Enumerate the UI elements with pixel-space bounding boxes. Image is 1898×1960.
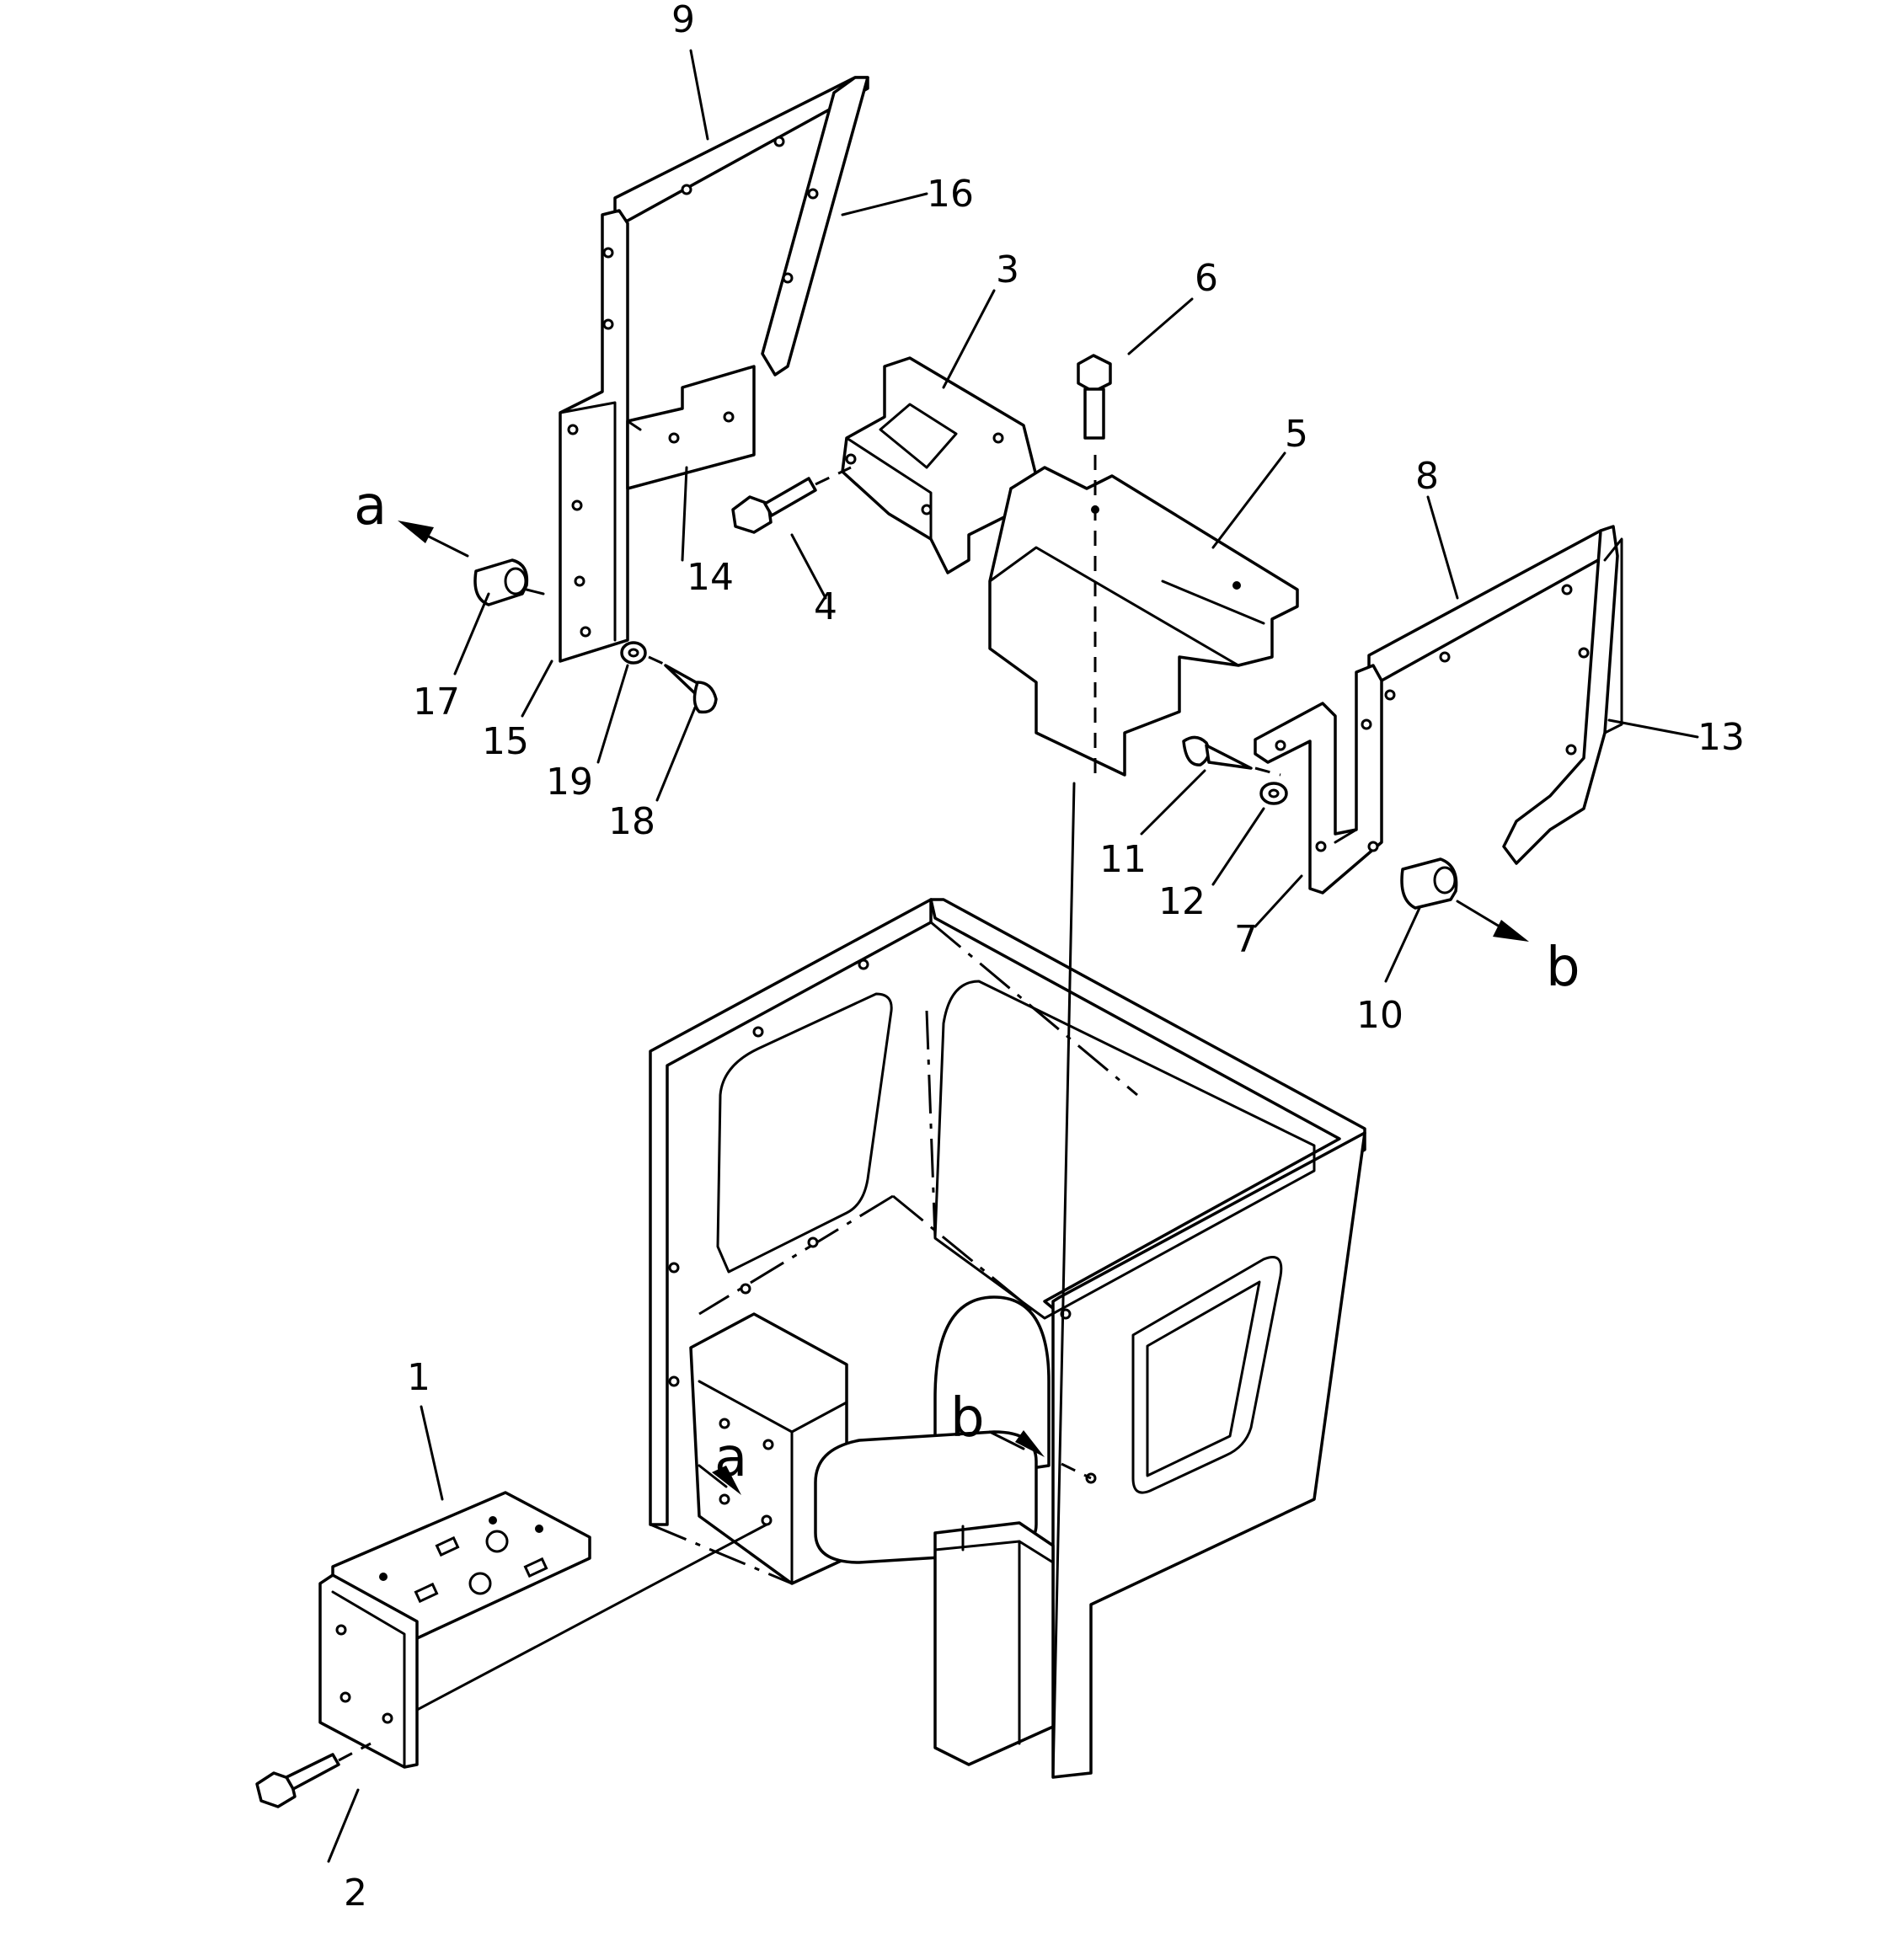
callout-labels: 9 16 3 6 5 8 13 14 4 17 15 19 18 11 12 7… [344, 0, 1745, 1915]
direction-arrows [398, 521, 1529, 1495]
callout-6: 6 [1195, 257, 1218, 300]
part-17-spacer [473, 558, 545, 606]
callout-15: 15 [482, 720, 529, 763]
part-4-bolt [731, 466, 852, 534]
part-1-bracket [318, 1491, 768, 1769]
part-11-screw [1182, 735, 1281, 777]
cab-frame [649, 898, 1366, 1779]
part-19-washer [620, 641, 647, 665]
callout-16: 16 [927, 173, 974, 216]
callout-12: 12 [1158, 880, 1206, 923]
arrow-label-b-cab: b [950, 1387, 985, 1450]
callout-10: 10 [1356, 994, 1403, 1037]
callout-19: 19 [546, 761, 593, 804]
arrow-label-a-cab: a [714, 1427, 747, 1489]
arrow-letter-labels: a b a b [354, 475, 1580, 1489]
part-10-spacer [1400, 857, 1458, 910]
part-18-screw [648, 655, 718, 714]
part-5-bracket [988, 466, 1299, 777]
part-3-bracket [841, 356, 1038, 574]
callout-1: 1 [407, 1356, 430, 1399]
callout-3: 3 [996, 248, 1019, 291]
right-upper-frame [1254, 525, 1623, 895]
callout-14: 14 [687, 556, 734, 599]
callout-2: 2 [344, 1872, 367, 1915]
part-6-bolt [1051, 354, 1112, 1779]
callout-13: 13 [1698, 716, 1745, 759]
callout-4: 4 [814, 585, 837, 628]
arrow-label-a-top: a [354, 475, 387, 537]
arrow-label-b-top: b [1546, 937, 1580, 999]
leader-lines [327, 49, 1699, 1863]
left-upper-frame [559, 76, 869, 663]
callout-9: 9 [671, 0, 695, 41]
part-2-bolt [255, 1742, 372, 1808]
callout-17: 17 [413, 681, 460, 724]
callout-7: 7 [1234, 918, 1258, 961]
callout-18: 18 [608, 800, 655, 843]
part-12-washer [1259, 782, 1288, 805]
callout-5: 5 [1285, 413, 1308, 456]
callout-8: 8 [1415, 455, 1439, 498]
callout-11: 11 [1099, 838, 1147, 881]
